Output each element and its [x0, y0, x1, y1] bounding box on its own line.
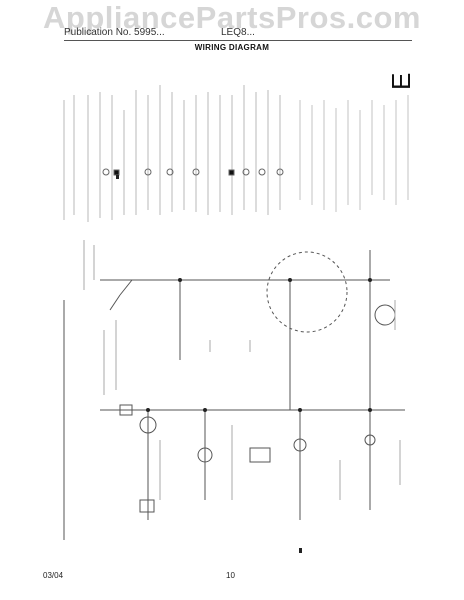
header-rule	[64, 40, 412, 41]
junction-dots	[116, 175, 372, 553]
page-title: WIRING DIAGRAM	[194, 43, 270, 52]
legend-text-block	[63, 85, 281, 222]
model-number: LEQ8...	[221, 27, 255, 38]
circuit	[63, 250, 405, 540]
legend-symbols	[102, 168, 284, 176]
footer-date: 03/04	[43, 571, 64, 580]
footer-page-number: 10	[226, 571, 235, 580]
notes-text-block	[299, 95, 409, 212]
watermark: AppliancePartsPros.com	[43, 0, 421, 35]
circuit-labels	[83, 240, 401, 500]
publication-number: Publication No. 5995...	[64, 27, 165, 38]
